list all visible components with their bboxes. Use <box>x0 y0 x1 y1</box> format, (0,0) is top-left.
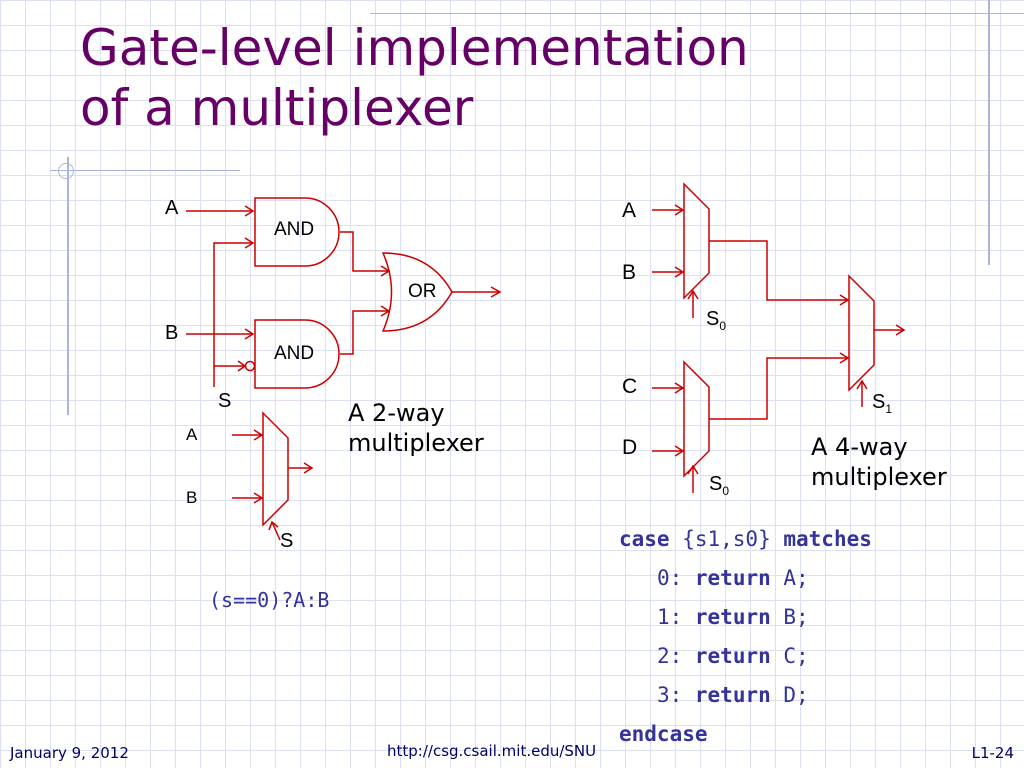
mux-symbol-input-a-label: A <box>186 425 198 444</box>
inverter-bubble <box>244 360 256 372</box>
and-gate-bottom-label: AND <box>274 343 315 364</box>
four-way-caption-line-2: multiplexer <box>811 463 947 491</box>
two-way-input-a-label: A <box>165 197 179 219</box>
top-rule <box>370 13 1024 14</box>
or-gate <box>381 252 453 332</box>
two-way-caption: A 2-way multiplexer <box>348 398 484 458</box>
code-line-0: 0: return A; <box>656 566 809 590</box>
four-way-input-a-label: A <box>622 199 637 222</box>
select-s0-top-label: S0 <box>706 308 727 333</box>
mux-symbol-select-label: S <box>280 530 294 552</box>
four-way-input-d-label: D <box>622 436 638 459</box>
code-line-2: 2: return C; <box>656 644 809 668</box>
title-line-1: Gate-level implementation <box>80 19 749 77</box>
two-way-input-b-label: B <box>165 322 179 344</box>
mux-symbol-input-b-label: B <box>186 488 198 507</box>
code-line-1: 1: return B; <box>656 605 809 629</box>
two-way-gate-circuit <box>186 197 502 389</box>
two-way-select-label: S <box>218 390 232 412</box>
or-gate-label: OR <box>408 281 437 302</box>
two-way-caption-line-1: A 2-way <box>348 399 445 427</box>
ternary-expression: (s==0)?A:B <box>209 588 330 612</box>
two-way-caption-line-2: multiplexer <box>348 429 484 457</box>
two-way-mux-symbol <box>232 411 314 541</box>
four-way-input-c-label: C <box>622 375 638 398</box>
and-gate-bottom <box>254 319 340 389</box>
code-line-3: 3: return D; <box>656 683 809 707</box>
rule-ornament <box>58 163 74 179</box>
four-way-caption: A 4-way multiplexer <box>811 432 947 492</box>
select-s0-bottom-label: S0 <box>709 473 730 498</box>
four-way-caption-line-1: A 4-way <box>811 433 908 461</box>
right-rule <box>988 0 990 265</box>
title-line-2: of a multiplexer <box>80 79 474 137</box>
footer-slide-number: L1-24 <box>971 744 1014 762</box>
title-underline <box>50 170 240 171</box>
code-line-case: case {s1,s0} matches <box>619 527 872 551</box>
footer-date: January 9, 2012 <box>10 744 129 762</box>
four-way-mux-circuit <box>652 182 906 493</box>
select-s1-label: S1 <box>872 391 893 416</box>
footer-url[interactable]: http://csg.csail.mit.edu/SNU <box>387 742 597 760</box>
and-gate-top <box>254 197 340 267</box>
and-gate-top-label: AND <box>274 219 315 240</box>
page-title: Gate-level implementation of a multiplex… <box>80 18 749 138</box>
four-way-input-b-label: B <box>622 261 637 284</box>
case-code-block: case {s1,s0} matches 0: return A; 1: ret… <box>619 520 872 754</box>
code-line-endcase: endcase <box>619 722 708 746</box>
left-rule <box>67 157 69 415</box>
